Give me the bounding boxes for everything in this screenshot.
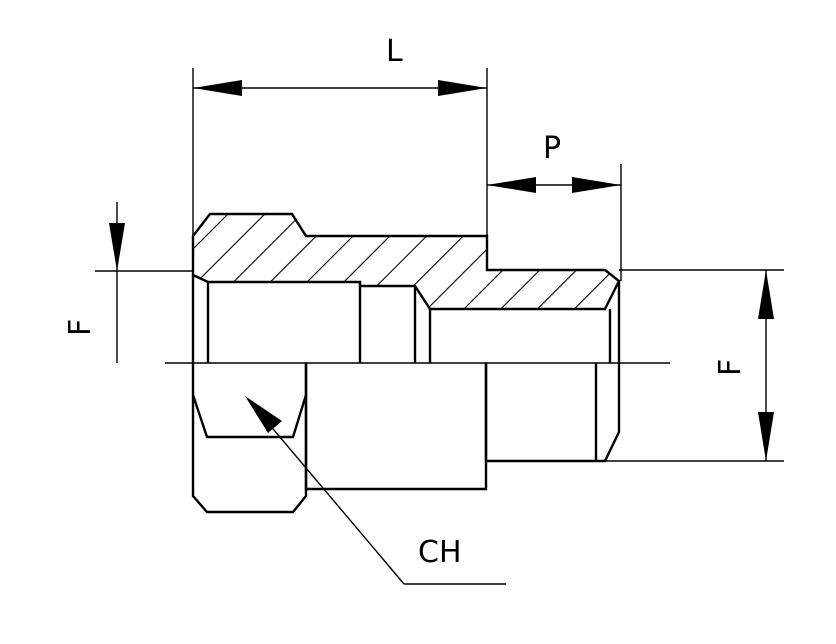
dimension-p: P <box>487 131 622 281</box>
bore-lines <box>191 275 621 363</box>
dimension-f-right: F <box>603 269 784 462</box>
hex-size-label: CH <box>418 535 462 570</box>
leader-ch: CH <box>245 396 506 585</box>
hatched-section-outline <box>191 212 621 311</box>
dimension-f-left: F <box>63 202 193 363</box>
middle-body <box>304 363 488 491</box>
dimension-l-label: L <box>386 34 403 69</box>
hex-body <box>191 363 308 514</box>
dimension-p-label: P <box>543 131 561 166</box>
dimension-f-left-label: F <box>63 319 98 336</box>
dimension-f-right-label: F <box>713 359 748 376</box>
dimension-l: L <box>192 34 488 236</box>
threaded-end <box>484 363 621 463</box>
